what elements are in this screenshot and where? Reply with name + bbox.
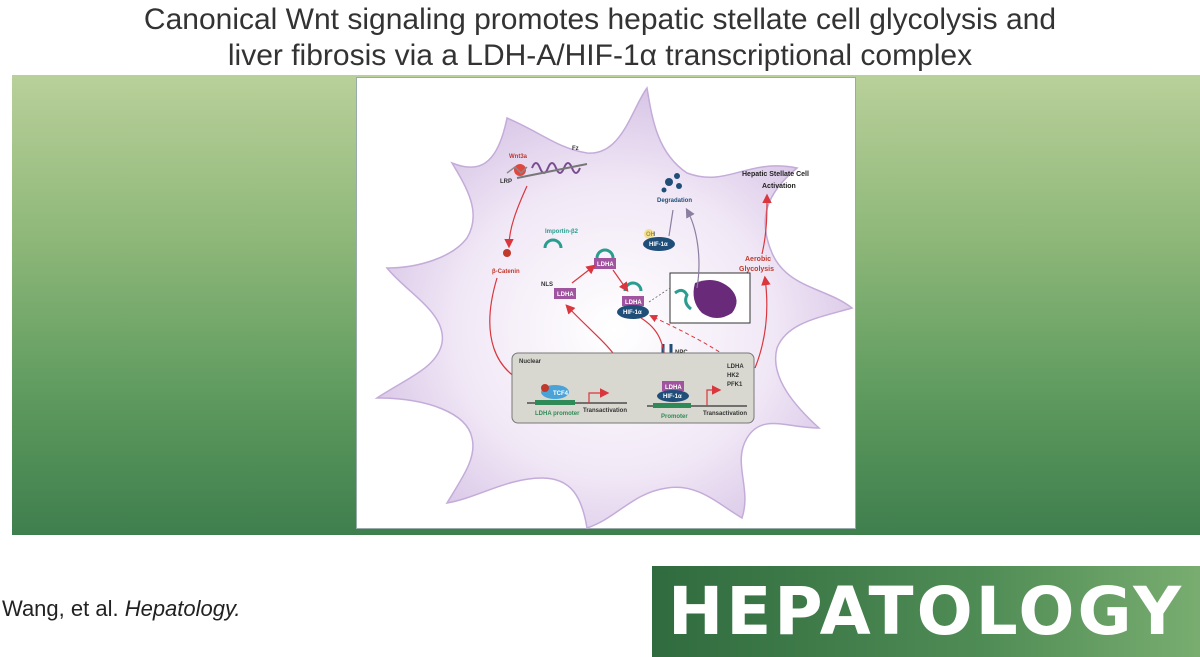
stellate-cell-body: [374, 86, 854, 529]
hif-label-2: HIF-1α: [649, 242, 668, 248]
degradation-label: Degradation: [657, 198, 692, 204]
hif-ellipse-2: [643, 237, 675, 251]
helix-image: [674, 288, 692, 311]
wnt3a-ligand: [514, 164, 526, 176]
gene-hk2: HK2: [727, 373, 740, 379]
wnt3a-label: Wnt3a: [509, 154, 528, 160]
ldha-box-2-label: LDHA: [597, 262, 614, 268]
ldha-box-2: [594, 258, 616, 269]
ldha-box-3: [622, 296, 644, 306]
hif-ellipse-3: [657, 390, 689, 402]
ldha-box-4: [662, 381, 684, 391]
hif-label-3: HIF-1α: [663, 394, 682, 400]
transactivation-label-2: Transactivation: [703, 411, 747, 417]
hepatology-logo: HEPATOLOGY: [652, 566, 1200, 657]
arrow-to-complex: [612, 269, 629, 292]
ldha-box-3-label: LDHA: [625, 300, 642, 306]
ldha-box-1: [554, 288, 576, 299]
ldha-box-1-label: LDHA: [557, 292, 574, 298]
protein-structure-image: [693, 279, 737, 318]
beta-catenin-label: β-Catenin: [492, 269, 520, 275]
inset-connector: [648, 287, 671, 303]
arrow-genes-to-glycolysis: [754, 275, 771, 369]
tcf4-label: TCF4: [553, 391, 569, 397]
hif-promoter-region: [653, 403, 691, 408]
citation-journal: Hepatology.: [124, 596, 241, 621]
nuclear-label: Nuclear: [519, 359, 542, 365]
catenin-nuclear-dot: [541, 384, 549, 392]
hsc-activation-label-1: Hepatic Stellate Cell: [742, 171, 809, 178]
promoter-label: Promoter: [661, 414, 688, 420]
aerobic-label-2: Glycolysis: [739, 266, 774, 273]
transactivation-label-1: Transactivation: [583, 408, 627, 414]
fz-label: Fz: [572, 146, 579, 152]
title-line-2: liver fibrosis via a LDH-A/HIF-1α transc…: [227, 39, 973, 72]
ldha-promoter-label: LDHA promoter: [535, 411, 580, 417]
pathway-diagram: Wnt3a Fz LRP β-Catenin Importin-β2 LDHA …: [374, 86, 854, 529]
oh-circle: [644, 229, 654, 239]
arrow-ldha-to-importin: [571, 264, 596, 284]
hif-ellipse-1: [617, 305, 649, 319]
lrp-label: LRP: [500, 179, 512, 185]
beta-catenin-dot: [503, 249, 511, 257]
graphical-abstract-panel: Wnt3a Fz LRP β-Catenin Importin-β2 LDHA …: [356, 77, 856, 529]
degradation-icon: [661, 173, 682, 193]
hif-label-1: HIF-1α: [623, 310, 642, 316]
citation: Wang, et al. Hepatology.: [2, 596, 240, 622]
gene-ldha: LDHA: [727, 364, 744, 370]
tss-arrow-right: [706, 385, 722, 406]
gene-pfk1: PFK1: [727, 382, 743, 388]
inhibition-line: [668, 209, 674, 237]
arrow-glycolysis-to-activation: [761, 193, 772, 255]
fz-receptor: [516, 162, 588, 179]
figure-title: Canonical Wnt signaling promotes hepatic…: [0, 2, 1200, 74]
aerobic-label-1: Aerobic: [745, 256, 771, 263]
importin-label: Importin-β2: [545, 229, 579, 235]
ldha-box-4-label: LDHA: [665, 385, 682, 391]
importin-bound-icon: [595, 248, 615, 259]
lrp-coreceptor: [506, 166, 528, 175]
title-line-1: Canonical Wnt signaling promotes hepatic…: [143, 3, 1057, 36]
ldha-promoter-region: [535, 400, 575, 405]
hsc-activation-label-2: Activation: [762, 183, 796, 190]
tss-arrow-left: [588, 388, 610, 403]
importin-icon: [543, 238, 563, 249]
nls-label: NLS: [541, 282, 553, 288]
arrow-to-degradation: [685, 207, 700, 289]
citation-authors: Wang, et al.: [2, 596, 119, 621]
arrow-receptor-to-catenin: [504, 185, 528, 249]
